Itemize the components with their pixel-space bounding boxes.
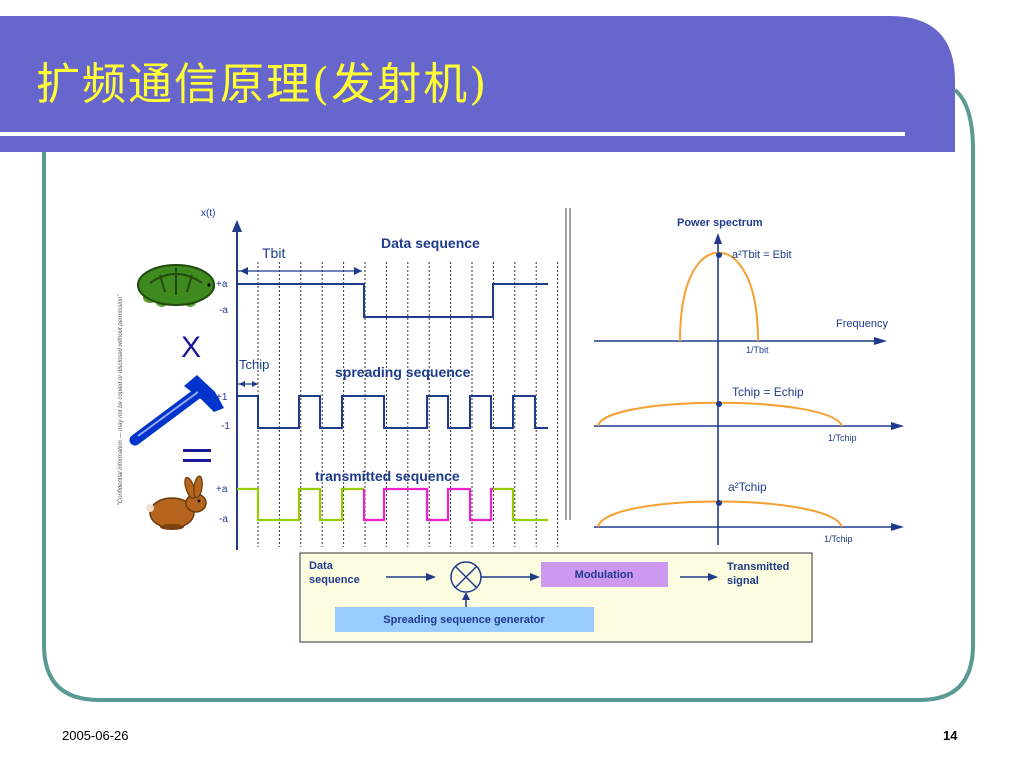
data-sequence-title: Data sequence xyxy=(381,235,480,251)
slide-frame xyxy=(42,88,975,702)
transmitter-block-diagram: Data sequence Modulation Transmitted sig… xyxy=(299,552,813,643)
transmitted-waveform-segment-3 xyxy=(493,487,548,522)
spread-minus-one-label: -1 xyxy=(221,421,230,432)
spreading-generator-block xyxy=(335,607,594,632)
spectrum-curve-1 xyxy=(679,251,759,342)
waveform-panel: x(t) Tbit Data sequence +a -a Tchip spre… xyxy=(201,208,559,550)
tchip-label: Tchip xyxy=(239,357,269,372)
frequency-label: Frequency xyxy=(836,318,888,330)
output-label-line2: signal xyxy=(727,575,759,587)
peak1-label: a²Tbit = Ebit xyxy=(732,249,792,261)
modulation-label: Modulation xyxy=(575,569,634,581)
transmitted-sequence-title: transmitted sequence xyxy=(315,468,460,484)
modulation-block xyxy=(541,562,668,587)
spectrum-panel: Power spectrum a²Tbit = Ebit Frequency 1… xyxy=(594,217,904,545)
axis1-label: 1/Tbit xyxy=(746,345,769,355)
input-label-line1: Data xyxy=(309,560,334,572)
times-symbol: X xyxy=(181,331,201,364)
data-minus-a-label: -a xyxy=(219,305,228,316)
peak2-label: Tchip = Echip xyxy=(732,385,804,399)
peak3-label: a²Tchip xyxy=(728,480,767,494)
confidential-note: "Confidential information — may not be c… xyxy=(118,294,124,506)
output-label-line1: Transmitted xyxy=(727,561,789,573)
y-axis-label: x(t) xyxy=(201,208,215,219)
transmitted-waveform-segment-1 xyxy=(237,487,364,522)
tbit-label: Tbit xyxy=(262,245,285,261)
power-spectrum-title: Power spectrum xyxy=(677,217,763,229)
spreading-sequence-waveform xyxy=(237,395,548,429)
slide-title: 扩频通信原理(发射机) xyxy=(36,59,489,110)
axis2-label: 1/Tchip xyxy=(828,433,857,443)
turtle-icon xyxy=(137,264,215,307)
tx-minus-a-label: -a xyxy=(219,514,228,525)
title-bar xyxy=(0,16,955,152)
hammer-icon xyxy=(129,375,224,446)
page-number: 14 xyxy=(943,728,958,743)
footer-date: 2005-06-26 xyxy=(62,728,129,743)
equals-symbol xyxy=(183,449,211,462)
axis3-label: 1/Tchip xyxy=(824,534,853,544)
generator-label: Spreading sequence generator xyxy=(383,614,545,626)
data-sequence-waveform xyxy=(237,283,548,318)
rabbit-icon xyxy=(146,475,207,530)
transmitted-waveform-segment-2 xyxy=(362,487,493,522)
input-label-line2: sequence xyxy=(309,574,360,586)
spreading-sequence-title: spreading sequence xyxy=(335,364,471,380)
data-plus-a-label: +a xyxy=(216,279,228,290)
tx-plus-a-label: +a xyxy=(216,484,228,495)
spread-plus-one-label: +1 xyxy=(216,392,228,403)
